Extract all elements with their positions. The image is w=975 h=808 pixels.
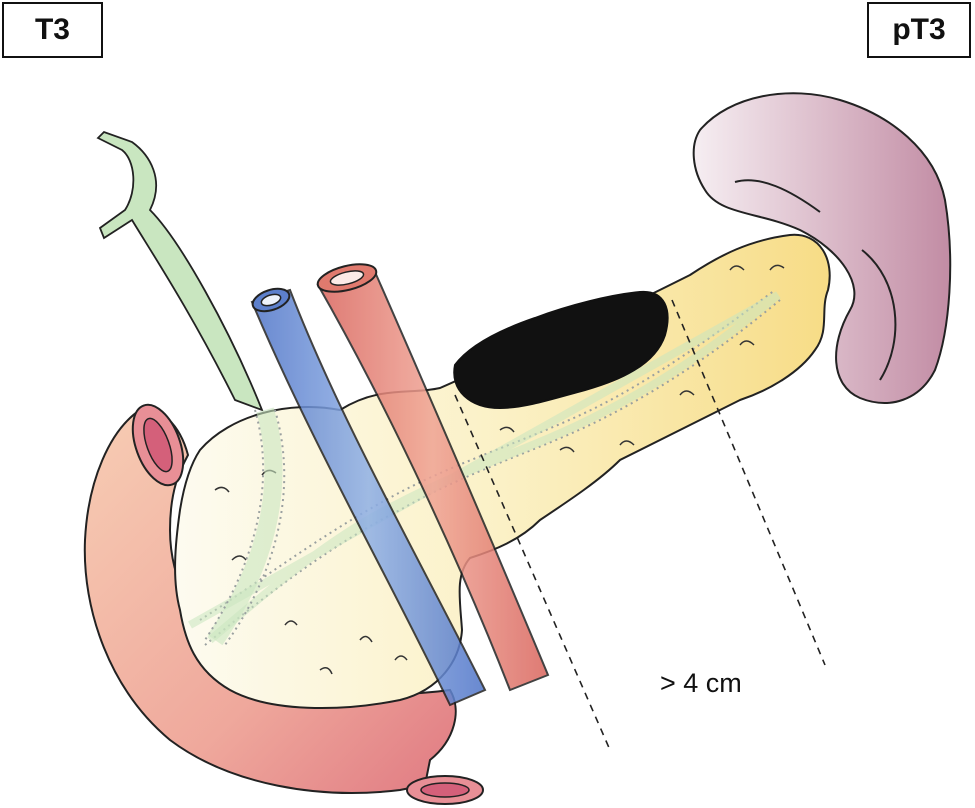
measurement-lines — [454, 299, 826, 751]
t-stage-label: T3 — [2, 2, 103, 58]
pt-stage-label: pT3 — [867, 2, 971, 58]
pancreatic-duct — [204, 299, 781, 646]
pancreas — [174, 233, 831, 710]
portal-vein — [250, 287, 487, 707]
bile-duct — [96, 130, 264, 412]
spleen — [692, 92, 952, 404]
tumor-size-label: > 4 cm — [660, 668, 742, 698]
tumor — [453, 290, 669, 410]
artery — [316, 263, 550, 692]
